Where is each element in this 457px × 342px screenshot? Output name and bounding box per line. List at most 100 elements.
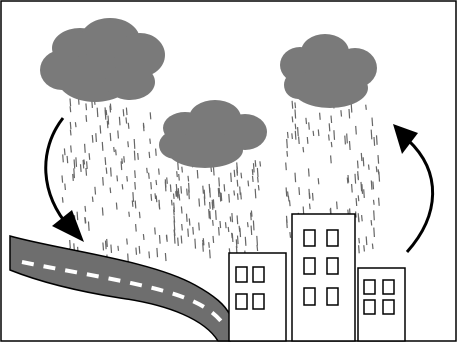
raindrop (361, 182, 362, 191)
raindrop (356, 126, 357, 135)
raindrop (177, 171, 178, 177)
raindrop (374, 137, 375, 146)
raindrop (70, 130, 71, 136)
raindrop (204, 196, 205, 205)
raindrop (199, 198, 200, 206)
raindrop (156, 149, 157, 156)
raindrop (298, 127, 299, 136)
raindrop (220, 221, 221, 228)
raindrop (114, 147, 115, 152)
raindrop (350, 141, 351, 150)
raindrop (182, 167, 183, 173)
raindrop (234, 190, 235, 195)
raindrop (352, 184, 353, 193)
raindrop (228, 227, 229, 232)
raindrop (358, 195, 359, 201)
raindrop (229, 194, 230, 203)
raindrop (139, 246, 140, 254)
raindrop (124, 156, 125, 162)
raindrop (127, 176, 128, 181)
raindrop (74, 168, 75, 178)
raindrop (258, 177, 259, 183)
raindrop (378, 169, 379, 174)
raindrop (288, 132, 289, 138)
raindrop (329, 123, 330, 131)
raindrop (135, 201, 136, 209)
raindrop (155, 227, 156, 234)
raindrop (138, 153, 139, 160)
raindrop (290, 232, 291, 238)
raindrop (75, 122, 76, 127)
raindrop (248, 222, 249, 227)
raindrop (213, 199, 214, 208)
raindrop (371, 220, 372, 225)
raindrop (188, 176, 189, 182)
raindrop (237, 215, 238, 224)
raindrop (105, 157, 106, 165)
raindrop (257, 168, 258, 177)
raindrop (65, 184, 66, 190)
raindrop (96, 133, 97, 142)
raindrop (157, 248, 158, 257)
raindrop (174, 194, 175, 199)
raindrop (85, 144, 86, 153)
raindrop (254, 163, 255, 172)
raindrop (178, 188, 179, 196)
raindrop (374, 228, 375, 237)
raindrop (253, 176, 254, 182)
raindrop (363, 157, 364, 166)
raindrop (219, 227, 220, 235)
raindrop (110, 133, 111, 141)
raindrop (341, 110, 342, 116)
raindrop (150, 139, 151, 144)
raindrop (172, 200, 173, 206)
raindrop (318, 129, 319, 136)
raindrop (165, 182, 166, 192)
raindrop (224, 184, 225, 191)
raindrop (358, 171, 359, 179)
raindrop (189, 218, 190, 225)
raindrop (135, 182, 136, 190)
raindrop (129, 212, 130, 217)
raindrop (136, 224, 137, 232)
raindrop (214, 167, 215, 175)
raindrop (220, 192, 221, 201)
raindrop (240, 228, 241, 237)
raindrop (182, 224, 183, 231)
raindrop (67, 156, 68, 163)
raindrop (73, 174, 74, 181)
raindrop (203, 238, 204, 245)
raindrop (226, 222, 227, 228)
raindrop (150, 112, 151, 119)
raindrop (116, 150, 117, 156)
raindrop (219, 188, 220, 194)
raindrop (372, 118, 373, 127)
raindrop (245, 237, 246, 246)
raindrop (123, 109, 124, 116)
raindrop (345, 136, 346, 145)
raindrop (74, 159, 75, 168)
raindrop (85, 206, 86, 212)
raindrop (92, 135, 93, 143)
raindrop (181, 236, 182, 244)
raindrop (292, 133, 293, 139)
raindrop (307, 137, 308, 144)
raindrop (359, 245, 360, 253)
raindrop (231, 173, 232, 182)
raindrop (181, 206, 182, 213)
raindrop (347, 134, 348, 144)
raindrop (221, 193, 222, 201)
raindrop (237, 180, 238, 187)
raindrop (240, 187, 241, 195)
raindrop (134, 139, 135, 149)
raindrop (255, 189, 256, 199)
raindrop (295, 173, 296, 183)
raindrop (309, 122, 310, 129)
raindrop (292, 116, 293, 122)
raindrop (102, 142, 103, 151)
raindrop (174, 207, 175, 212)
raindrop (287, 219, 288, 228)
raindrop (179, 174, 180, 181)
raindrop (232, 213, 233, 222)
